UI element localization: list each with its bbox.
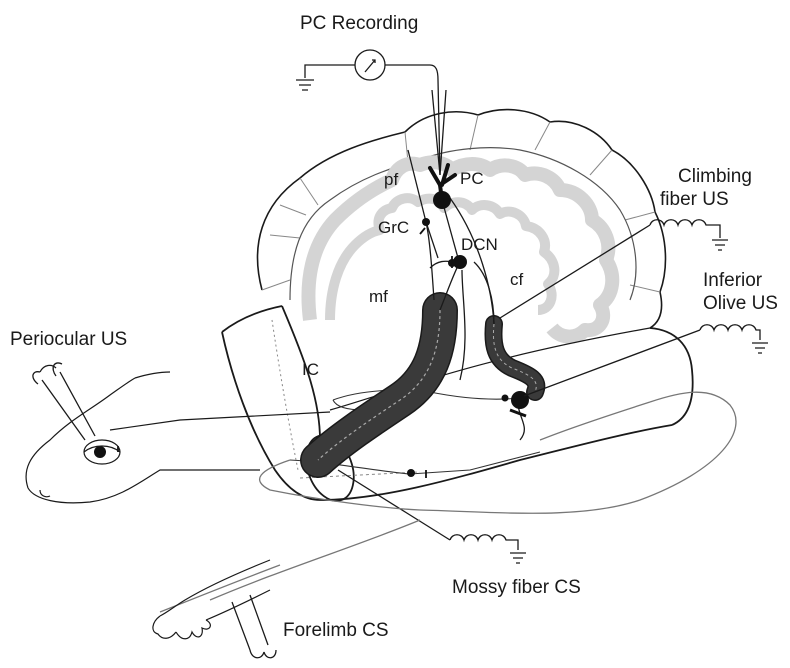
label-pc: PC <box>460 169 484 188</box>
inferior-olive-input <box>502 395 509 402</box>
pontine-synapse <box>407 469 415 477</box>
forelimb-pathway <box>160 392 736 612</box>
label-inferior-olive-us-2: Olive US <box>703 293 778 314</box>
inferior-olive-soma <box>511 391 529 409</box>
label-pf: pf <box>384 170 398 189</box>
label-periocular-us: Periocular US <box>10 329 127 350</box>
climbing-fiber-tract <box>493 324 536 392</box>
brainstem-body <box>222 306 693 507</box>
label-cf: cf <box>510 270 524 289</box>
label-inferior-olive-us-1: Inferior <box>703 270 763 291</box>
eye-pupil <box>94 446 106 458</box>
granule-cell-soma <box>422 218 430 226</box>
mossy-fiber-tract <box>318 310 440 460</box>
forelimb-cs-electrodes <box>232 595 276 658</box>
label-forelimb-cs: Forelimb CS <box>283 620 389 641</box>
label-ic: IC <box>302 360 319 379</box>
labels: PC Recording Climbing fiber US Inferior … <box>10 13 778 641</box>
label-mf: mf <box>369 287 388 306</box>
label-climbing-fiber-us-1: Climbing <box>678 166 752 187</box>
label-mossy-fiber-cs: Mossy fiber CS <box>452 577 581 598</box>
label-grc: GrC <box>378 218 409 237</box>
label-dcn: DCN <box>461 235 498 254</box>
label-climbing-fiber-us-2: fiber US <box>660 189 729 210</box>
neurons <box>94 191 529 477</box>
label-pc-recording: PC Recording <box>300 13 418 34</box>
pc-recording-electrode <box>296 50 446 175</box>
